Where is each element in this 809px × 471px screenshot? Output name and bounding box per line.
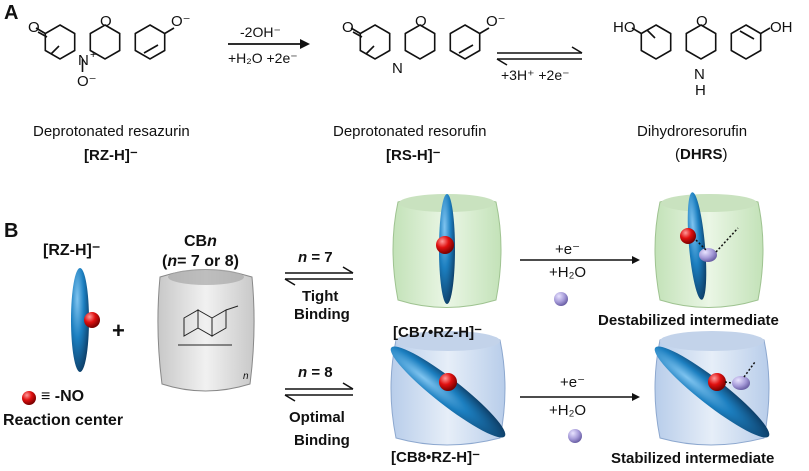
host-sub-label: (n= 7 or 8)	[162, 253, 239, 271]
lower-water-ball	[568, 429, 582, 443]
upper-reagent-1: +e⁻	[555, 241, 581, 258]
resazurin-n: N	[78, 52, 89, 69]
destabilized-label: Destabilized intermediate	[598, 312, 779, 329]
step2-bottom-condition: +3H⁺ +2e⁻	[501, 67, 570, 83]
lower-eq-n: n	[298, 364, 308, 381]
host-sub-n: n	[167, 253, 178, 270]
upper-binding-2: Binding	[294, 306, 350, 323]
cb8-complex-label: [CB8•RZ-H]⁻	[391, 449, 480, 466]
resorufin-o-left: O	[342, 19, 354, 36]
upper-eq-n: n	[298, 249, 308, 266]
compound-name-resazurin: Deprotonated resazurin	[33, 123, 190, 140]
lower-binding-1: Optimal	[289, 409, 345, 426]
upper-reagent-2: +H₂O	[549, 264, 587, 281]
cb7-complex	[392, 194, 502, 308]
panel-label-b: B	[4, 220, 19, 242]
plus-sign: +	[112, 318, 125, 343]
resorufin-o-bridge: O	[415, 13, 427, 30]
stabilized-label: Stabilized intermediate	[611, 450, 775, 467]
cb7-complex-label: [CB7•RZ-H]⁻	[393, 324, 482, 341]
dhrs-abbr: DHRS	[680, 146, 723, 163]
host-sub-rest: = 7 or 8)	[177, 253, 239, 270]
host-sub-open: (	[162, 253, 168, 270]
dhrs-o-bridge: O	[696, 13, 708, 30]
resazurin-o-left: O	[28, 19, 40, 36]
lower-equilibrium-arrow	[284, 382, 354, 402]
resazurin-o-minus: O⁻	[171, 13, 191, 30]
compound-name-dhrs: Dihydroresorufin	[637, 123, 748, 140]
dhrs-paren-open: (	[675, 146, 680, 163]
lower-reagent-2: +H₂O	[549, 402, 587, 419]
cbn-host	[157, 269, 255, 392]
lower-eq-label: n = 8	[298, 364, 333, 381]
resazurin-n-oxide: O⁻	[77, 73, 97, 90]
legend-red-ball	[22, 391, 36, 405]
reaction-arrow-1	[228, 39, 310, 49]
legend-label: Reaction center	[3, 412, 124, 429]
upper-binding-1: Tight	[302, 288, 339, 305]
legend-symbol: ≡ -NO	[41, 388, 85, 405]
compound-name-resorufin: Deprotonated resorufin	[333, 123, 487, 140]
dhrs-n: N	[694, 66, 705, 83]
lower-binding-2: Binding	[294, 432, 350, 449]
upper-water-ball	[554, 292, 568, 306]
compound-abbr-dhrs: (DHRS)	[675, 146, 728, 163]
dhrs-paren-close: )	[722, 146, 728, 163]
resazurin-n-plus: +	[90, 49, 97, 61]
cb8-intermediate	[654, 331, 770, 446]
host-label: CBn	[184, 233, 217, 251]
panel-label-a: A	[4, 2, 19, 24]
cb7-intermediate	[654, 192, 764, 308]
resazurin-o-bridge: O	[100, 13, 112, 30]
lower-reaction-arrow	[520, 393, 640, 401]
upper-reaction-arrow	[520, 256, 640, 264]
step1-top-condition: -2OH⁻	[240, 24, 281, 40]
resorufin-n: N	[392, 60, 403, 77]
dhrs-oh: OH	[770, 19, 793, 36]
compound-abbr-resorufin: [RS-H]⁻	[386, 147, 441, 164]
host-label-prefix: CB	[184, 233, 208, 250]
equilibrium-arrow-2	[496, 46, 583, 66]
resazurin-structure	[35, 24, 175, 72]
dhrs-h: H	[695, 82, 706, 99]
upper-eq-label: n = 7	[298, 249, 333, 266]
upper-eq-value: = 7	[311, 249, 333, 266]
resorufin-o-minus: O⁻	[486, 13, 506, 30]
guest-label: [RZ-H]⁻	[43, 242, 101, 259]
step1-bottom-condition: +H₂O +2e⁻	[228, 50, 298, 66]
lower-eq-value: = 8	[311, 364, 333, 381]
upper-equilibrium-arrow	[284, 266, 354, 286]
dhrs-ho: HO	[613, 19, 636, 36]
guest-molecule	[71, 268, 100, 372]
host-label-n: n	[207, 233, 217, 250]
dihydroresorufin-structure	[631, 24, 771, 60]
resorufin-structure	[350, 24, 490, 60]
host-subscript: n	[243, 371, 249, 382]
lower-reagent-1: +e⁻	[560, 374, 586, 391]
compound-abbr-resazurin: [RZ-H]⁻	[84, 147, 138, 164]
cb8-complex	[390, 331, 506, 446]
